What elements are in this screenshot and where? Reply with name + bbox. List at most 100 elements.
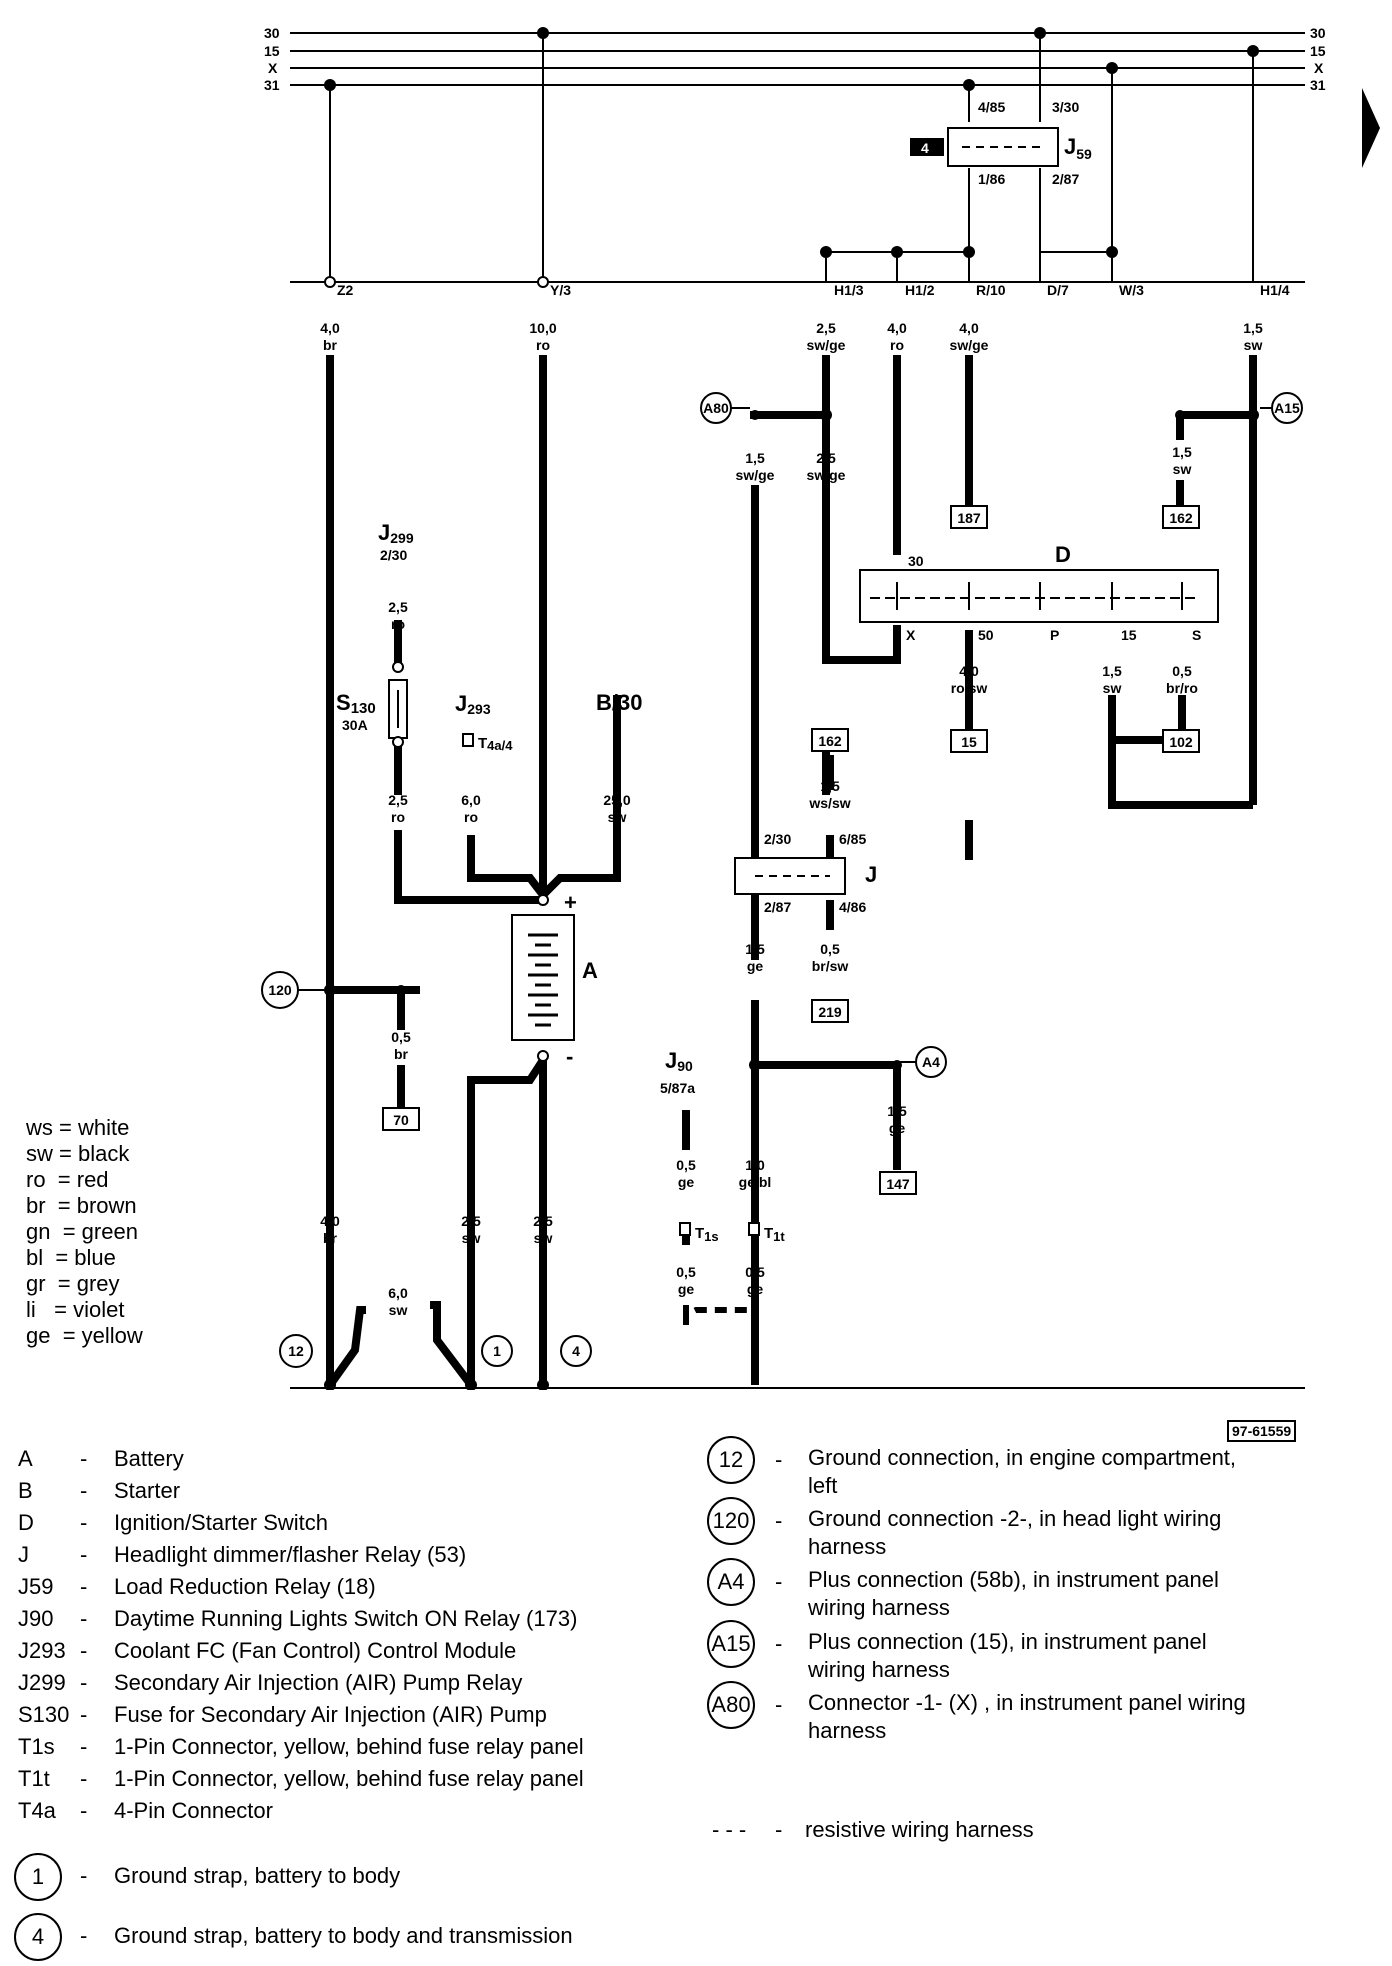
svg-text:ge: ge (747, 1281, 764, 1297)
conn-key-12: Ground connection, in engine compartment… (808, 1445, 1237, 1498)
legend-ro: ro = red (26, 1167, 109, 1192)
conn-key-a4: Plus connection (58b), in instrument pan… (808, 1567, 1219, 1620)
legend-ge: ge = yellow (26, 1323, 143, 1348)
ignition-switch-contacts (870, 582, 1200, 610)
j59-pin-3-30: 3/30 (1052, 99, 1079, 115)
diagram-id: 97-61559 (1227, 1420, 1297, 1442)
component-key: A-Battery B-Starter D-Ignition/Starter S… (18, 1446, 584, 1823)
fuse-tag-text: 4 (921, 140, 929, 156)
svg-text:25,0: 25,0 (603, 792, 630, 808)
conn-key-a80: Connector -1- (X) , in instrument panel … (808, 1690, 1246, 1743)
j59-pin-2-87: 2/87 (1052, 171, 1079, 187)
svg-text:sw/ge: sw/ge (807, 337, 846, 353)
thick-junctions (324, 409, 1259, 1390)
svg-text:sw: sw (1103, 680, 1122, 696)
svg-text:W/3: W/3 (1119, 282, 1144, 298)
svg-text:1,5: 1,5 (1243, 320, 1263, 336)
component-b30-label: B/30 (596, 690, 642, 715)
svg-text:2,5: 2,5 (816, 320, 836, 336)
j299-pin: 2/30 (380, 547, 407, 563)
svg-text:1,5: 1,5 (887, 1103, 907, 1119)
component-j-label: J (865, 862, 877, 887)
svg-text:ro: ro (890, 337, 904, 353)
ground-tag-4: 4 (14, 1913, 62, 1961)
svg-text:1,0: 1,0 (745, 1157, 765, 1173)
svg-text:1,5: 1,5 (1102, 663, 1122, 679)
j59-pin-4-85: 4/85 (978, 99, 1005, 115)
conn-tag-a80: A80 (707, 1681, 755, 1729)
svg-text:ge: ge (678, 1281, 695, 1297)
svg-text:120: 120 (268, 982, 292, 998)
ref-boxes (382, 505, 1200, 1195)
svg-text:0,5: 0,5 (1172, 663, 1192, 679)
svg-text:sw/ge: sw/ge (950, 337, 989, 353)
svg-text:2,5: 2,5 (388, 792, 408, 808)
bus-label-15: 15 (264, 43, 280, 59)
svg-text:2,5: 2,5 (388, 599, 408, 615)
j59-pin-1-86: 1/86 (978, 171, 1005, 187)
svg-text:2,5: 2,5 (533, 1213, 553, 1229)
battery-a-box (511, 914, 575, 1041)
svg-text:P: P (1050, 627, 1059, 643)
bus-label-30-right: 30 (1310, 25, 1326, 41)
svg-text:sw/ge: sw/ge (807, 467, 846, 483)
svg-text:30: 30 (908, 553, 924, 569)
conn-tag-a4: A4 (707, 1558, 755, 1606)
svg-text:4,0: 4,0 (887, 320, 907, 336)
svg-text:R/10: R/10 (976, 282, 1006, 298)
conn-key-a15: Plus connection (15), in instrument pane… (808, 1629, 1207, 1682)
conn-key-120: Ground connection -2-, in head light wir… (808, 1506, 1222, 1559)
svg-text:102: 102 (1169, 734, 1193, 750)
svg-text:br: br (323, 337, 338, 353)
bus-label-30: 30 (264, 25, 280, 41)
ground-key-1: - (80, 1863, 88, 1888)
svg-text:2,5: 2,5 (816, 450, 836, 466)
svg-text:6,0: 6,0 (461, 792, 481, 808)
svg-text:147: 147 (886, 1176, 910, 1192)
svg-text:1,5: 1,5 (1172, 444, 1192, 460)
svg-text:sw: sw (608, 809, 627, 825)
svg-text:15: 15 (961, 734, 977, 750)
svg-text:H1/4: H1/4 (1260, 282, 1290, 298)
svg-text:sw: sw (1244, 337, 1263, 353)
svg-text:4,0: 4,0 (320, 320, 340, 336)
dash-key-dash: - (775, 1817, 783, 1842)
component-j293-label: J293 (455, 691, 491, 717)
svg-text:0,5: 0,5 (676, 1157, 696, 1173)
conn-tag-120: 120 (707, 1497, 755, 1545)
resistive-harness (683, 1295, 758, 1325)
svg-text:ge: ge (889, 1120, 906, 1136)
svg-text:15: 15 (1121, 627, 1137, 643)
svg-text:70: 70 (393, 1112, 409, 1128)
legend-li: li = violet (26, 1297, 125, 1322)
svg-text:1: 1 (493, 1343, 501, 1359)
svg-text:2/87: 2/87 (764, 899, 791, 915)
bus-labels-right: 30 15 X 31 (1310, 25, 1326, 93)
ground-tag-1: 1 (14, 1853, 62, 1901)
battery-plus: + (564, 890, 577, 915)
svg-text:A4: A4 (922, 1054, 940, 1070)
battery-cells (528, 933, 558, 1027)
bus-label-x-right: X (1314, 60, 1324, 76)
wiring-diagram: 30 15 X 31 30 15 X 31 4 J59 4/85 3/30 1/… (261, 25, 1380, 1390)
dash-key-desc: resistive wiring harness (805, 1817, 1034, 1842)
svg-text:0,5: 0,5 (820, 941, 840, 957)
bus-label-31: 31 (264, 77, 280, 93)
svg-text:4: 4 (572, 1343, 580, 1359)
svg-text:187: 187 (957, 510, 981, 526)
svg-text:A15: A15 (1274, 400, 1300, 416)
fuse-tag-box (910, 138, 944, 156)
bus-labels-left: 30 15 X 31 (264, 25, 280, 93)
svg-text:ro: ro (464, 809, 478, 825)
component-j90-label: J90 (665, 1048, 693, 1074)
svg-text:sw/ge: sw/ge (736, 467, 775, 483)
component-j299-label: J299 (378, 520, 414, 546)
svg-text:4/86: 4/86 (839, 899, 866, 915)
svg-text:6,0: 6,0 (388, 1285, 408, 1301)
t1t-label: T1t (764, 1225, 785, 1244)
legend-sw: sw = black (26, 1141, 130, 1166)
svg-text:219: 219 (818, 1004, 842, 1020)
component-a-label: A (582, 958, 598, 983)
legend-ws: ws = white (26, 1115, 130, 1140)
